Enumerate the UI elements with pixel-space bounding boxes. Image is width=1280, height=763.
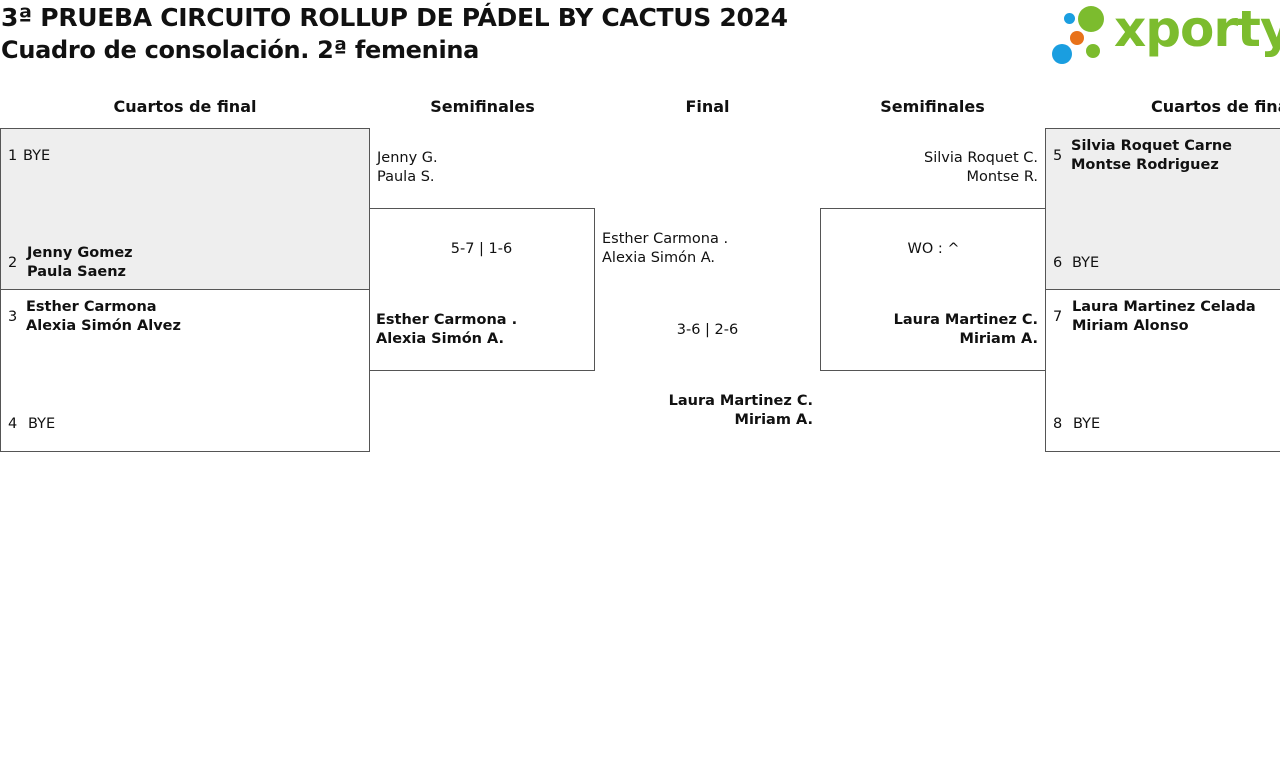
player-name: Alexia Simón A. <box>376 331 505 347</box>
logo-dot-blue <box>1052 44 1072 64</box>
player-name: Miriam A. <box>734 412 813 428</box>
round-header-left-quarters: Cuartos de final <box>113 97 257 116</box>
logo-dot-orange <box>1070 31 1084 45</box>
match-score: 5-7 | 1-6 <box>450 241 513 257</box>
player-name: Montse R. <box>966 169 1038 185</box>
final-score: 3-6 | 2-6 <box>676 322 739 338</box>
player-name: Paula S. <box>377 169 435 185</box>
player-name: Jenny Gomez <box>27 245 133 261</box>
right-quarter-match-1: 5 Silvia Roquet Carne Montse Rodriguez 6… <box>1045 128 1280 290</box>
player-name: Miriam Alonso <box>1072 318 1189 334</box>
round-header-left-semis: Semifinales <box>430 97 535 116</box>
right-semi-match: WO : ^ Laura Martinez C. Miriam A. <box>820 208 1046 371</box>
player-name: Miriam A. <box>959 331 1038 347</box>
player-name: Montse Rodriguez <box>1071 157 1219 173</box>
team-pair: Jenny Gomez Paula Saenz <box>27 244 133 282</box>
player-name: Esther Carmona <box>26 299 157 315</box>
seed-number: 7 <box>1053 309 1063 325</box>
round-header-final: Final <box>685 97 730 116</box>
final-top-team: Esther Carmona . Alexia Simón A. <box>602 230 728 268</box>
seed-number: 8 <box>1053 416 1063 432</box>
right-semi-top-team: Silvia Roquet C. Montse R. <box>820 149 1038 187</box>
player-name: Esther Carmona . <box>376 312 518 328</box>
logo-dot-green-small <box>1086 44 1100 58</box>
player-name: Alexia Simón A. <box>602 250 716 266</box>
team-name: BYE <box>1073 416 1101 432</box>
seed-number: 4 <box>8 416 18 432</box>
player-name: Paula Saenz <box>27 264 126 280</box>
logo-dot-green <box>1078 6 1104 32</box>
page-subtitle: Cuadro de consolación. 2ª femenina <box>1 36 480 64</box>
player-name: Laura Martinez C. <box>668 393 813 409</box>
team-pair: Laura Martinez Celada Miriam Alonso <box>1072 298 1256 336</box>
left-quarter-match-1: 1 BYE 2 Jenny Gomez Paula Saenz <box>0 128 370 290</box>
team-name: BYE <box>23 148 51 164</box>
team-pair: Esther Carmona Alexia Simón Alvez <box>26 298 181 336</box>
logo-dot-blue-small <box>1064 13 1075 24</box>
left-semi-bottom-team: Esther Carmona . Alexia Simón A. <box>376 311 517 349</box>
seed-number: 1 <box>8 148 18 164</box>
player-name: Laura Martinez Celada <box>1072 299 1256 315</box>
player-name: Silvia Roquet Carne <box>1071 138 1233 154</box>
player-name: Jenny G. <box>377 150 438 166</box>
seed-number: 2 <box>8 255 18 271</box>
player-name: Laura Martinez C. <box>893 312 1038 328</box>
team-pair: Silvia Roquet Carne Montse Rodriguez <box>1071 137 1232 175</box>
final-winner-team: Laura Martinez C. Miriam A. <box>595 392 813 430</box>
seed-number: 6 <box>1053 255 1063 271</box>
round-header-right-quarters: Cuartos de final <box>1151 97 1280 116</box>
player-name: Esther Carmona . <box>602 231 729 247</box>
seed-number: 5 <box>1053 148 1063 164</box>
team-name: BYE <box>1072 255 1100 271</box>
left-quarter-match-2: 3 Esther Carmona Alexia Simón Alvez 4 BY… <box>0 289 370 452</box>
player-name: Alexia Simón Alvez <box>26 318 181 334</box>
team-name: BYE <box>28 416 56 432</box>
right-quarter-match-2: 7 Laura Martinez Celada Miriam Alonso 8 … <box>1045 289 1280 452</box>
page-title: 3ª PRUEBA CIRCUITO ROLLUP DE PÁDEL BY CA… <box>1 3 788 32</box>
player-name: Silvia Roquet C. <box>923 150 1038 166</box>
match-score: WO : ^ <box>907 241 960 257</box>
right-semi-bottom-team: Laura Martinez C. Miriam A. <box>821 311 1038 349</box>
left-semi-top-team: Jenny G. Paula S. <box>377 149 438 187</box>
xporty-logo[interactable]: xporty <box>1050 0 1280 68</box>
left-semi-match: 5-7 | 1-6 Esther Carmona . Alexia Simón … <box>369 208 595 371</box>
round-header-right-semis: Semifinales <box>880 97 985 116</box>
seed-number: 3 <box>8 309 18 325</box>
logo-text: xporty <box>1114 0 1280 58</box>
